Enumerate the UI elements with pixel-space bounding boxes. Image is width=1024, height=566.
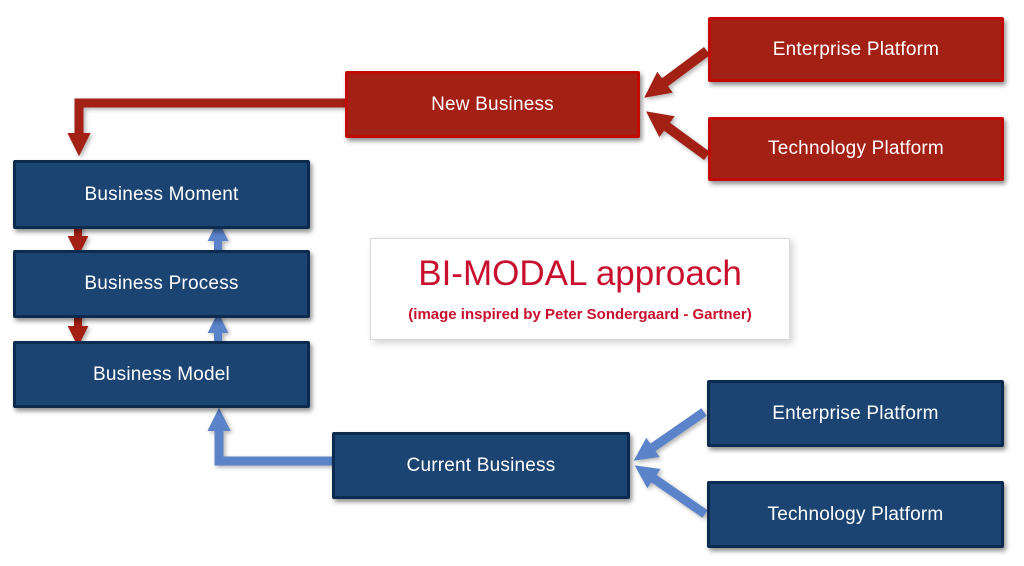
enterprise-platform-red-label: Enterprise Platform (772, 38, 940, 60)
red-arrow-enterprise-to-new-business (644, 46, 710, 98)
business-process-label: Business Process (84, 273, 239, 294)
enterprise-platform-blue-box: Enterprise Platform (707, 380, 1004, 447)
red-arrow-technology-to-new-business (646, 111, 710, 161)
business-model-label: Business Model (93, 363, 230, 385)
business-moment-label: Business Moment (84, 183, 239, 205)
business-process-box: Business Process (13, 250, 310, 318)
blue-elbow-arrow (207, 407, 332, 466)
enterprise-platform-red-box: Enterprise Platform (708, 17, 1004, 82)
technology-platform-red-box: Technology Platform (708, 117, 1004, 181)
technology-platform-blue-label: Technology Platform (767, 503, 944, 525)
diagram-subtitle: (image inspired by Peter Sondergaard - G… (408, 305, 752, 323)
new-business-label: New Business (431, 93, 554, 115)
business-model-box: Business Model (13, 341, 310, 408)
current-business-label: Current Business (406, 454, 556, 476)
enterprise-platform-blue-label: Enterprise Platform (772, 402, 939, 424)
title-panel: BI-MODAL approach (image inspired by Pet… (370, 238, 790, 340)
technology-platform-red-label: Technology Platform (768, 138, 944, 159)
blue-arrow-enterprise-to-current-business (633, 408, 707, 461)
technology-platform-blue-box: Technology Platform (707, 481, 1004, 548)
current-business-box: Current Business (332, 432, 630, 499)
red-elbow-arrow (67, 98, 345, 157)
diagram-title: BI-MODAL approach (418, 254, 742, 294)
new-business-box: New Business (345, 71, 640, 138)
blue-arrow-technology-to-current-business (634, 465, 708, 518)
business-moment-box: Business Moment (13, 160, 310, 229)
